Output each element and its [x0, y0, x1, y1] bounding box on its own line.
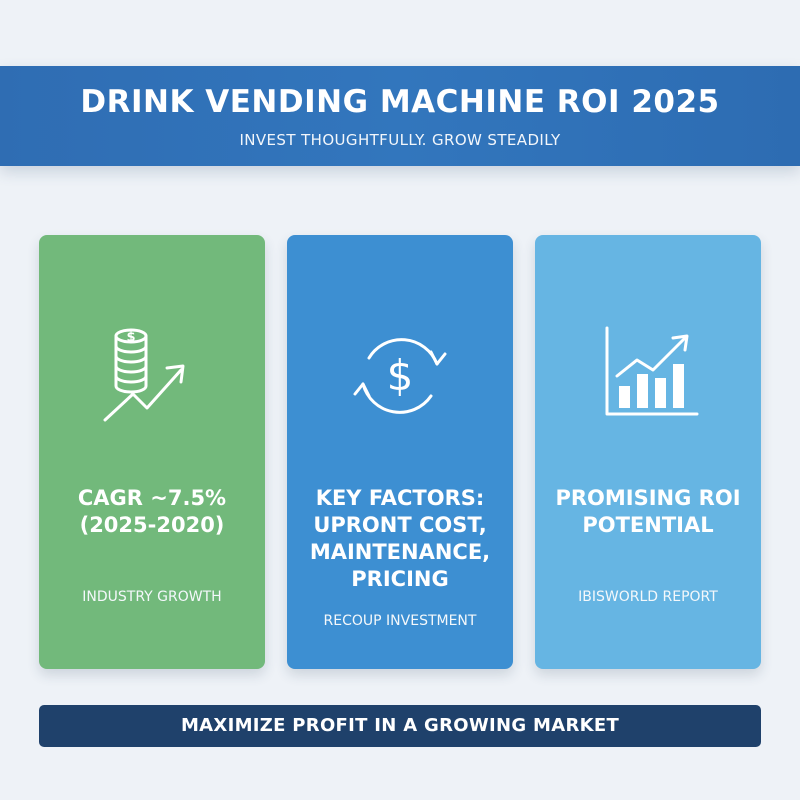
bar-chart-growth-icon: [535, 320, 761, 430]
card-caption: IBISWORLD REPORT: [578, 589, 718, 605]
svg-text:$: $: [387, 351, 414, 400]
card-caption: INDUSTRY GROWTH: [82, 589, 222, 605]
dollar-cycle-icon: $: [287, 320, 513, 430]
card-headline: CAGR ~7.5% (2025-2020): [77, 486, 227, 537]
card-caption: RECOUP INVESTMENT: [323, 613, 477, 629]
header-banner: DRINK VENDING MACHINE ROI 2025 INVEST TH…: [0, 66, 800, 166]
card-headline: KEY FACTORS: UPRONT COST, MAINTENANCE, P…: [309, 486, 491, 591]
card-key-factors: $ KEY FACTORS: UPRONT COST, MAINTENANCE,…: [287, 235, 513, 669]
page-title: DRINK VENDING MACHINE ROI 2025: [80, 84, 720, 120]
coins-growth-icon: $: [39, 320, 265, 430]
svg-text:$: $: [126, 330, 135, 345]
card-industry-growth: $ CAGR ~7.5% (2025-2020) INDUSTRY GROWTH: [39, 235, 265, 669]
card-headline: PROMISING ROI POTENTIAL: [555, 486, 741, 537]
card-roi-potential: PROMISING ROI POTENTIAL IBISWORLD REPORT: [535, 235, 761, 669]
page-subtitle: INVEST THOUGHTFULLY. GROW STEADILY: [239, 131, 561, 149]
footer-banner: MAXIMIZE PROFIT IN A GROWING MARKET: [39, 705, 761, 747]
